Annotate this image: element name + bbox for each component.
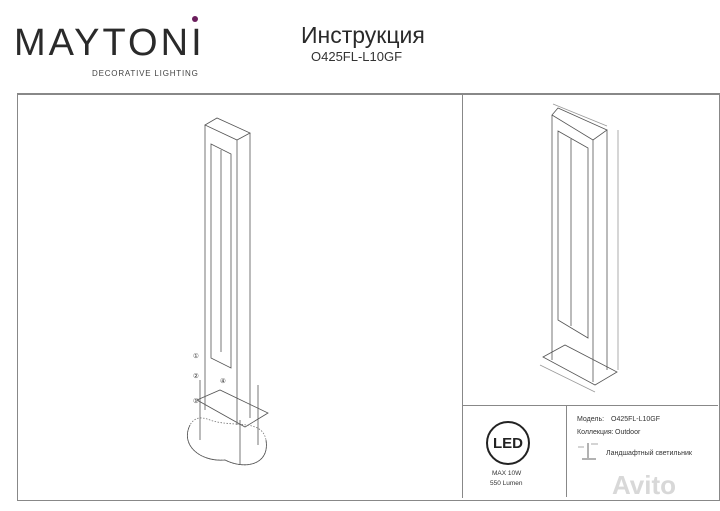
- dimension-drawing: [539, 103, 619, 393]
- type-value: Ландшафтный светильник: [606, 450, 692, 457]
- model-value: O425FL-L10GF: [611, 416, 661, 423]
- callout-3: ①: [193, 398, 199, 405]
- model-heading: O425FL-L10GF: [311, 49, 403, 64]
- watermark: Avito: [612, 470, 677, 500]
- collection-label: Коллекция:: [577, 429, 614, 436]
- divider: [462, 93, 463, 498]
- page-title: Инструкция: [301, 22, 425, 48]
- led-badge: LED: [486, 421, 530, 465]
- collection-value: Outdoor: [615, 429, 641, 436]
- lumen-text: 550 Lumen: [490, 480, 523, 487]
- assembly-drawing: [187, 117, 269, 466]
- model-label: Модель:: [577, 416, 605, 423]
- floor-lamp-icon: [578, 443, 598, 460]
- info-divider: [566, 405, 567, 497]
- callout-1: ①: [193, 353, 199, 360]
- brand-logo: MAYTONI: [14, 16, 205, 65]
- power-text: MAX 10W: [492, 470, 522, 477]
- callout-4: ④: [220, 378, 226, 385]
- brand-tagline: DECORATIVE LIGHTING: [92, 69, 199, 78]
- info-box-top: [462, 405, 718, 406]
- callout-2: ②: [193, 373, 199, 380]
- led-label: LED: [493, 434, 523, 452]
